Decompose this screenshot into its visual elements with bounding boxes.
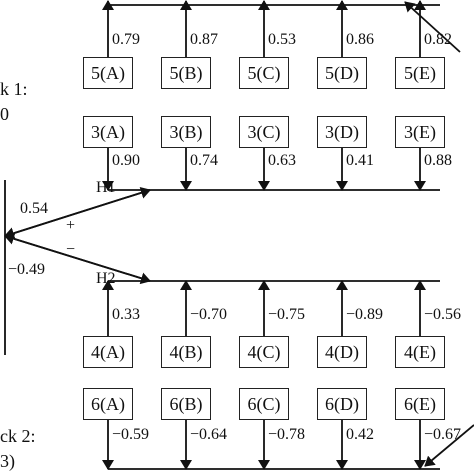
node-label: 5(A) (91, 62, 125, 83)
node-label: 5(B) (169, 62, 203, 83)
edge-weight: −0.89 (346, 306, 384, 323)
node-label: 3(A) (91, 121, 125, 142)
h1-weight: 0.54 (20, 200, 48, 217)
node-label: 6(B) (169, 393, 203, 414)
node-box: 5(A) (83, 57, 133, 89)
node-label: 5(D) (325, 62, 359, 83)
top-right-arrow (404, 1, 461, 53)
node-box: 6(A) (83, 388, 133, 420)
node-label: 6(E) (404, 393, 436, 414)
node-box: 6(E) (395, 388, 445, 420)
node-box: 4(D) (317, 336, 367, 368)
node-box: 5(D) (317, 57, 367, 89)
node-label: 4(B) (169, 341, 203, 362)
node-label: 6(A) (91, 393, 125, 414)
edge-weight: 0.42 (346, 426, 374, 443)
node-box: 5(B) (161, 57, 211, 89)
h1-label: H1 (96, 179, 116, 196)
node-box: 5(E) (395, 57, 445, 89)
edge-weight: 0.41 (346, 152, 374, 169)
node-box: 4(C) (239, 336, 289, 368)
edge-weight: 0.79 (112, 31, 140, 48)
minus-sign: − (66, 241, 76, 258)
edge-weight: −0.75 (268, 306, 306, 323)
h1-arrow-back (4, 187, 151, 237)
bottom-right-arrow (424, 424, 474, 467)
node-box: 3(C) (239, 116, 289, 148)
block1-sublabel: 0 (0, 104, 9, 124)
edge-weight: 0.90 (112, 152, 140, 169)
node-box: 3(A) (83, 116, 133, 148)
node-label: 6(D) (325, 393, 359, 414)
edge-weight: 0.53 (268, 31, 296, 48)
node-label: 4(D) (325, 341, 359, 362)
edge-weight: −0.56 (424, 306, 462, 323)
edge-weight: 0.63 (268, 152, 296, 169)
node-box: 4(B) (161, 336, 211, 368)
node-label: 3(C) (247, 121, 281, 142)
h2-weight: −0.49 (8, 261, 46, 278)
edge-weight: −0.64 (190, 426, 228, 443)
node-label: 5(C) (247, 62, 281, 83)
node-label: 4(E) (404, 341, 436, 362)
node-box: 6(B) (161, 388, 211, 420)
node-box: 4(E) (395, 336, 445, 368)
edge-weight: 0.82 (424, 31, 452, 48)
edge-weight: 0.87 (190, 31, 218, 48)
plus-sign: + (66, 217, 76, 234)
edge-weight: 0.74 (190, 152, 218, 169)
node-label: 3(D) (325, 121, 359, 142)
edge-weight: −0.70 (190, 306, 228, 323)
h2-label: H2 (96, 270, 116, 287)
node-box: 6(C) (239, 388, 289, 420)
node-box: 3(D) (317, 116, 367, 148)
node-label: 5(E) (404, 62, 436, 83)
node-box: 3(B) (161, 116, 211, 148)
node-box: 6(D) (317, 388, 367, 420)
node-box: 4(A) (83, 336, 133, 368)
block1-label: k 1: (0, 79, 28, 99)
edge-weight: −0.67 (424, 426, 462, 443)
edge-weight: 0.33 (112, 306, 140, 323)
node-label: 3(E) (404, 121, 436, 142)
block2-label: ck 2: (0, 426, 36, 446)
node-box: 3(E) (395, 116, 445, 148)
node-label: 4(A) (91, 341, 125, 362)
h2-arrow-back (4, 235, 151, 285)
block2-sublabel: 3) (0, 451, 15, 471)
node-box: 5(C) (239, 57, 289, 89)
edge-weight: −0.78 (268, 426, 306, 443)
edge-weight: 0.86 (346, 31, 374, 48)
node-label: 6(C) (247, 393, 281, 414)
node-label: 4(C) (247, 341, 281, 362)
edge-weight: −0.59 (112, 426, 150, 443)
node-label: 3(B) (169, 121, 203, 142)
edge-weight: 0.88 (424, 152, 452, 169)
